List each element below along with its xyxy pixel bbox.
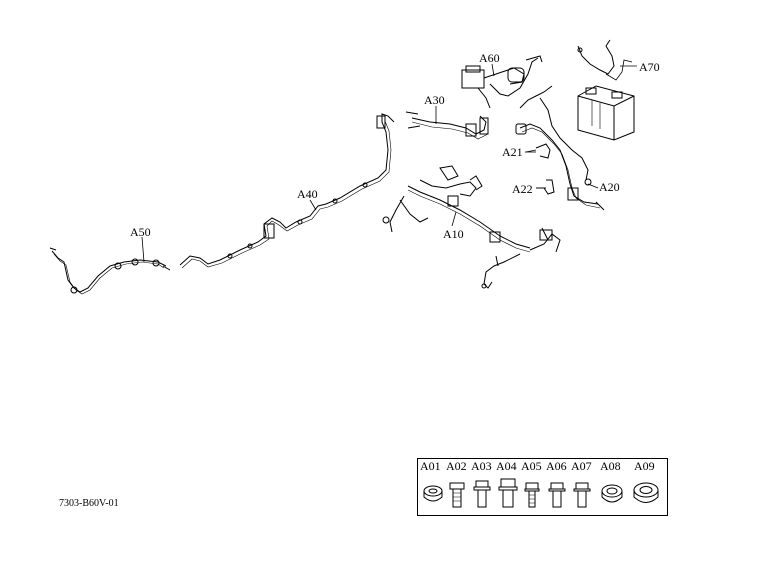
legend-label-a03: A03: [471, 459, 492, 473]
legend-label-a08: A08: [600, 459, 621, 473]
callout-a20: A20: [599, 180, 620, 194]
flange-bolt-icon: [548, 482, 566, 508]
callout-a50: A50: [130, 225, 151, 239]
stud-bolt-icon: [524, 482, 540, 508]
battery-a70: [577, 39, 635, 141]
callout-a21: A21: [502, 145, 523, 159]
callout-a30: A30: [424, 93, 445, 107]
bracket-a22: [536, 179, 555, 195]
legend-label-a01: A01: [420, 459, 441, 473]
legend-label-a09: A09: [634, 459, 655, 473]
harness-a40: [179, 113, 395, 269]
legend-label-a04: A04: [496, 459, 517, 473]
bracket-a21: [525, 143, 551, 159]
legend-label-a06: A06: [546, 459, 567, 473]
legend-label-a05: A05: [521, 459, 542, 473]
harness-a10: [382, 165, 561, 289]
leader-lines: [141, 63, 637, 263]
hardware-legend: A01 A02 A03 A04 A05 A06 A07 A08 A09: [417, 458, 668, 516]
callout-a22: A22: [512, 182, 533, 196]
callout-a40: A40: [297, 187, 318, 201]
callout-a70: A70: [639, 60, 660, 74]
callout-a10: A10: [443, 227, 464, 241]
hex-bolt-icon: [449, 482, 465, 508]
hex-bolt-icon: [573, 482, 591, 508]
large-flange-nut-icon: [633, 482, 659, 503]
harness-a60: [461, 55, 543, 109]
legend-label-a07: A07: [571, 459, 592, 473]
flange-bolt-icon: [473, 480, 491, 508]
flanged-nut-icon: [423, 485, 443, 502]
legend-label-a02: A02: [446, 459, 467, 473]
diagram-reference-code: 7303-B60V-01: [59, 498, 119, 509]
flange-nut-icon: [601, 484, 623, 503]
harness-a30: [405, 111, 489, 140]
harness-a50: [49, 247, 171, 295]
callout-a60: A60: [479, 51, 500, 65]
large-flange-bolt-icon: [498, 478, 518, 508]
harness-a20: [515, 85, 605, 211]
